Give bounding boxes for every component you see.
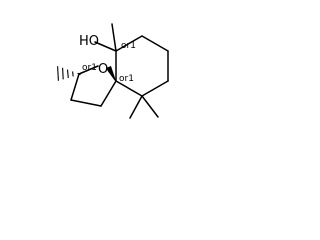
bond-c10-methyl	[111, 23, 117, 52]
molecule-structure-diagram: HO O or1 or1 or1	[57, 23, 169, 119]
bond-c6-methyl-a	[129, 95, 143, 119]
bond-c2-c3	[70, 73, 80, 101]
bond-c10-oh	[94, 41, 117, 52]
bond-c5-c6	[115, 80, 143, 97]
bond-c8-c9	[141, 35, 169, 52]
bond-lines	[70, 23, 169, 119]
stereo-label-c7: or1	[121, 41, 136, 51]
bond-c4-c5	[100, 80, 117, 107]
bond-o-c2	[78, 65, 99, 75]
wedge-bond-c5-o	[106, 66, 116, 81]
bond-c6-c7	[141, 80, 169, 97]
stereo-label-c5: or1	[119, 74, 134, 84]
bond-c3-c4	[70, 99, 102, 107]
hydroxyl-label: HO	[79, 34, 99, 49]
bond-c6-methyl-b	[141, 95, 159, 118]
hashed-bond-c2-methyl	[57, 66, 81, 81]
bond-c9-c10	[115, 35, 143, 52]
stereo-label-c2: or1	[82, 63, 97, 73]
ring-oxygen-label: O	[98, 62, 108, 77]
